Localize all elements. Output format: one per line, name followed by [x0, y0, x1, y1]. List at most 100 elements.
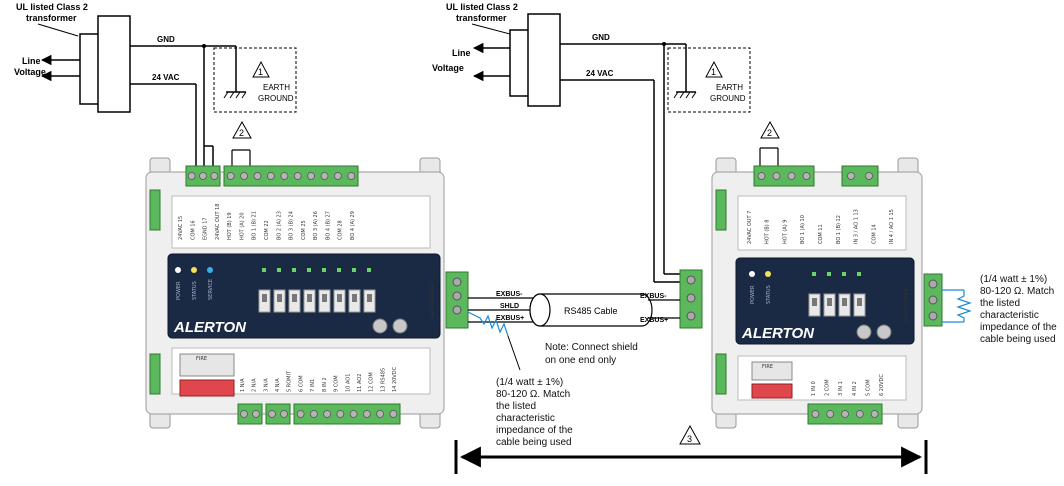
left-led-2	[207, 267, 213, 273]
right-top-screw-a-0	[757, 172, 766, 180]
left-bottom-screw-c-1	[309, 410, 318, 418]
right-hoa-led-2	[842, 272, 846, 276]
left-bottom-screw-c-5	[362, 410, 371, 418]
right-hoa-switch-knob-1	[827, 298, 832, 306]
left-bottom-term-1: 2 N/A	[252, 378, 258, 392]
right-top-term-0: 24VAC OUT 7	[747, 211, 753, 244]
right-bottom-screw-3	[855, 410, 864, 418]
left-top-term-12: BO 4 (B) 27	[325, 211, 331, 240]
left-bottom-term-12: 13 RS485	[380, 368, 386, 392]
left-top-screw-a-1	[199, 172, 207, 180]
left-top-term-2: EGND 17	[203, 217, 209, 240]
left-led-label-2: SERVICE	[208, 279, 214, 300]
resistor-note-right-1: (1/4 watt ± 1%)	[980, 274, 1047, 285]
left-hoa-switch-knob-6	[352, 294, 357, 302]
line-voltage-left-1: Line	[22, 56, 41, 66]
gnd-label-right: GND	[592, 33, 610, 42]
left-top-term-8: BO 2 (A) 23	[276, 211, 282, 240]
resistor-note-left-3: the listed	[496, 401, 536, 412]
knob-left-2[interactable]	[392, 318, 408, 334]
knob-right-1[interactable]	[856, 324, 872, 340]
resistor-note-right-5: impedance of the	[980, 322, 1057, 333]
shield-note-2: on one end only	[545, 355, 616, 366]
line-voltage-left-2: Voltage	[14, 67, 46, 77]
left-hoa-switch-knob-4	[322, 294, 327, 302]
earth-ground-right-box	[667, 47, 751, 113]
earth-ground-left-box	[213, 47, 297, 113]
right-top-term-4: COM 11	[818, 224, 824, 244]
dip-switch-left[interactable]	[179, 353, 235, 377]
marker-2-left-text: 2	[239, 128, 244, 138]
vac-label-right: 24 VAC	[586, 69, 614, 78]
left-bottom-term-7: 8 IN 2	[322, 377, 328, 392]
left-top-term-10: COM 25	[301, 220, 307, 240]
resistor-note-right-4: characteristic	[980, 310, 1039, 321]
resistor-left: (1/4 watt ± 1%) 80-120 Ω. Match the list…	[467, 311, 573, 448]
line-voltage-right-1: Line	[452, 48, 471, 58]
left-bottom-screw-c-3	[336, 410, 345, 418]
left-top-screw-b-3	[266, 172, 275, 180]
earth-ground-right: 1 EARTH GROUND	[667, 47, 751, 113]
left-bottom-term-3: 4 N/A	[275, 378, 281, 392]
dip-switch-right[interactable]	[751, 361, 793, 381]
right-led-label-1: STATUS	[766, 285, 772, 304]
controller-left-side-label: VLX-3A2-RD4	[430, 285, 436, 318]
controller-left-top-screws	[187, 172, 356, 180]
rs485-cable-label: RS485 Cable	[564, 306, 618, 316]
vac-label-left: 24 VAC	[152, 73, 180, 82]
earth-ground-right-line2: GROUND	[710, 94, 746, 103]
right-bottom-screw-1	[826, 410, 835, 418]
brand-logo-right: ALERTON	[741, 325, 815, 342]
right-hoa-switch-knob-3	[857, 298, 862, 306]
exbus-minus-left-label: EXBUS-	[496, 291, 523, 298]
resistor-note-left-2: 80-120 Ω. Match	[496, 389, 570, 400]
exbus-screw-right-1	[686, 275, 696, 285]
rs485-cable: EXBUS- SHLD EXBUS+ RS485 Cable EXBUS- EX…	[468, 291, 680, 366]
controller-left-hoa-switches	[258, 268, 376, 313]
right-bottom-term-3: 4 IN 2	[852, 381, 858, 396]
earth-symbol-left-hatch-3	[235, 91, 241, 99]
knob-left-1[interactable]	[372, 318, 388, 334]
left-top-screw-b-7	[320, 172, 329, 180]
right-top-screw-a-2	[787, 172, 796, 180]
left-side-slots-a	[149, 189, 161, 231]
right-bottom-screw-0	[811, 410, 820, 418]
earth-ground-right-line1: EARTH	[716, 83, 743, 92]
knob-right-2[interactable]	[876, 324, 892, 340]
gnd-label-left: GND	[157, 35, 175, 44]
left-bottom-screw-b-1	[280, 410, 288, 418]
left-top-term-4: HOT (B) 19	[227, 212, 233, 240]
right-bottom-term-2: 3 IN 1	[838, 381, 844, 396]
right-hoa-led-0	[812, 272, 816, 276]
terminal-block-left-bottom-2	[265, 403, 291, 425]
shield-note-1: Note: Connect shield	[545, 342, 638, 353]
right-top-term-8: IN 4 / AO 1 15	[889, 209, 895, 244]
left-hoa-led-5	[337, 268, 341, 272]
controller-right-side-label: VLX-1D2-RD4	[904, 288, 910, 322]
dip-switch-right-red[interactable]	[751, 383, 793, 399]
left-led-0	[175, 267, 181, 273]
right-hoa-switch-knob-2	[842, 298, 847, 306]
left-hoa-switch-knob-5	[337, 294, 342, 302]
left-top-term-1: COM 16	[190, 220, 196, 240]
left-bottom-screw-c-2	[323, 410, 332, 418]
left-side-slots-b	[149, 353, 161, 395]
left-top-term-0: 24VAC 15	[178, 216, 184, 240]
transformer-left-leader	[37, 23, 79, 37]
dip-switch-left-red[interactable]	[179, 379, 235, 397]
left-bottom-screw-c-0	[296, 410, 305, 418]
left-top-term-5: HOT (A) 20	[239, 212, 245, 240]
marker-2-right: 2	[759, 120, 780, 168]
terminal-block-left-bottom-1	[237, 403, 263, 425]
left-top-screw-a-0	[187, 172, 196, 180]
left-top-screw-b-0	[226, 172, 235, 180]
marker-3-text: 3	[687, 434, 692, 444]
line-voltage-right-2: Voltage	[432, 63, 464, 73]
right-top-term-2: HOT (A) 9	[782, 220, 788, 244]
marker-3-triangle	[679, 424, 701, 445]
exbus-screw-left-2	[452, 291, 462, 301]
